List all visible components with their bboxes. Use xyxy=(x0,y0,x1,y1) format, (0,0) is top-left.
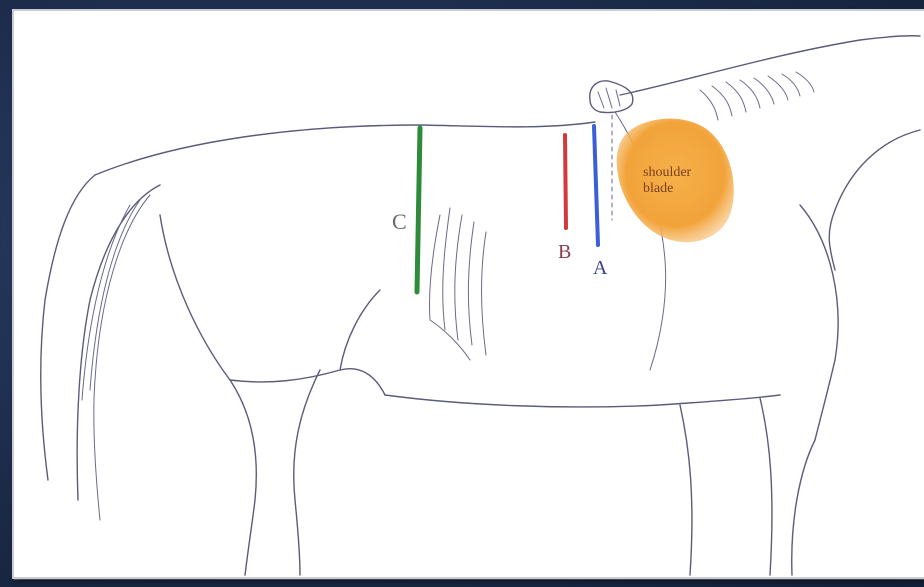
horse-outline xyxy=(41,36,920,575)
line-c xyxy=(417,128,420,292)
shoulder-blade-shape xyxy=(617,119,734,243)
shoulder-blade-label-line2: blade xyxy=(643,181,673,196)
line-b xyxy=(565,135,566,228)
line-a xyxy=(594,126,598,245)
label-c: C xyxy=(392,209,407,234)
label-a: A xyxy=(593,257,608,279)
label-b: B xyxy=(558,241,571,263)
shoulder-blade-label-line1: shoulder xyxy=(643,165,692,180)
